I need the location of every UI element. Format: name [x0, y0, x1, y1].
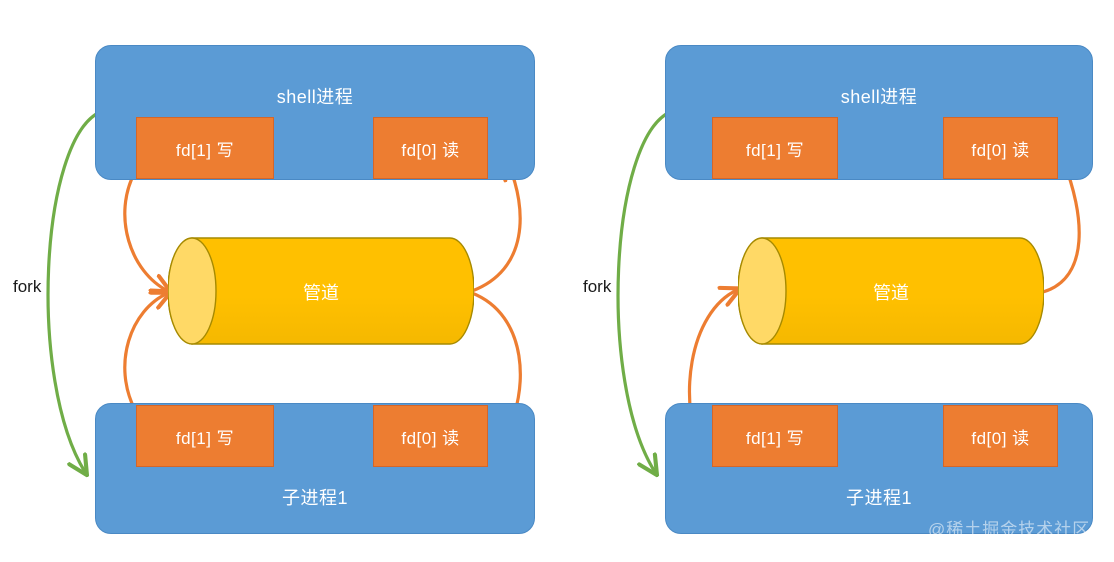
- child-fd-write-box-right: fd[1] 写: [712, 405, 838, 467]
- child-fd-read-label-left: fd[0] 读: [401, 428, 460, 448]
- child-fd-read-box-left: fd[0] 读: [373, 405, 488, 467]
- shell-process-label-left: shell进程: [276, 87, 354, 107]
- shell-fd-write-box-right: fd[1] 写: [712, 117, 838, 179]
- shell-process-label-right: shell进程: [840, 87, 918, 107]
- pipe-cylinder-right: 管道: [737, 235, 1045, 347]
- child-fd-read-label-right: fd[0] 读: [971, 428, 1030, 448]
- child-process-label-left: 子进程1: [281, 488, 348, 508]
- connector-fork-left: [46, 110, 102, 472]
- shell-fd-read-box-right: fd[0] 读: [943, 117, 1058, 179]
- connector-child-write-to-pipe-left: [123, 293, 168, 412]
- fork-label-right: fork: [583, 277, 612, 296]
- fork-label-left: fork: [13, 277, 42, 296]
- child-process-label-right: 子进程1: [845, 488, 912, 508]
- connector-fork-right: [616, 110, 672, 472]
- connector-pipe-to-shell-read-left: [470, 163, 520, 293]
- shell-fd-read-box-left: fd[0] 读: [373, 117, 488, 179]
- pipe-label-right: 管道: [873, 283, 909, 303]
- pipe-cylinder-left: 管道: [167, 235, 475, 347]
- connector-shell-write-to-pipe-left: [123, 170, 168, 291]
- shell-fd-write-label-left: fd[1] 写: [175, 140, 235, 160]
- child-fd-write-box-left: fd[1] 写: [136, 405, 274, 467]
- shell-fd-read-label-right: fd[0] 读: [971, 140, 1030, 160]
- child-fd-read-box-right: fd[0] 读: [943, 405, 1058, 467]
- child-fd-write-label-right: fd[1] 写: [745, 428, 805, 448]
- shell-fd-write-box-left: fd[1] 写: [136, 117, 274, 179]
- shell-fd-write-label-right: fd[1] 写: [745, 140, 805, 160]
- child-fd-write-label-left: fd[1] 写: [175, 428, 235, 448]
- watermark: @稀土掘金技术社区: [928, 520, 1091, 539]
- shell-fd-read-label-left: fd[0] 读: [401, 140, 460, 160]
- pipe-label-left: 管道: [303, 283, 339, 303]
